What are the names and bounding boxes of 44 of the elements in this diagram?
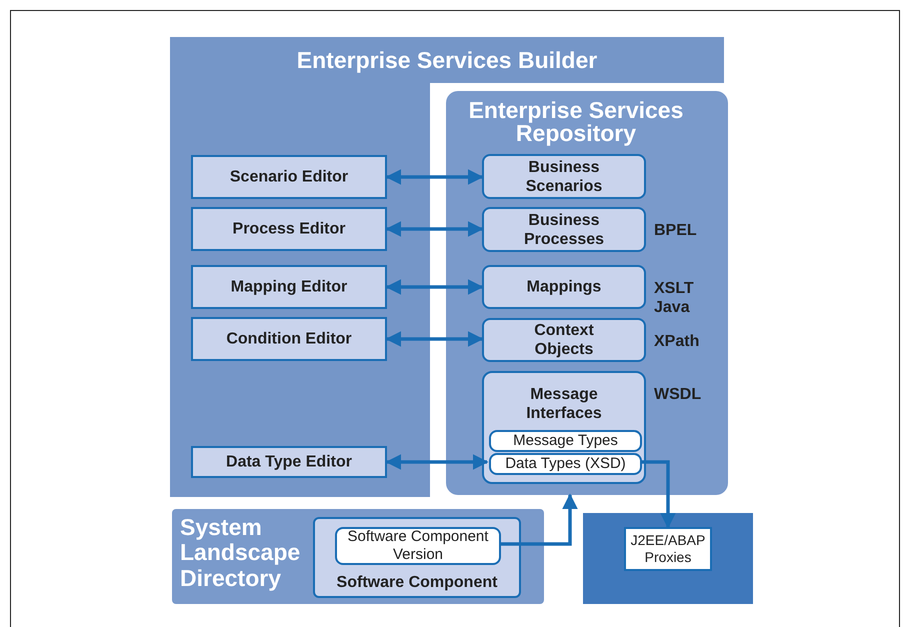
language-label: WSDL [654, 385, 702, 404]
directory-panel [172, 509, 544, 604]
arrow [385, 169, 484, 185]
language-label: BPEL [654, 221, 697, 240]
server-box [583, 513, 753, 604]
language-label: XSLT [654, 279, 694, 298]
editor-box [191, 265, 387, 309]
arrow [385, 331, 484, 347]
editor-box [191, 317, 387, 361]
box-title: Scenario Editor [228, 167, 350, 187]
box-label: Software Component Version [346, 528, 490, 564]
box-title: Message Interfaces [525, 385, 603, 424]
box-title: Process Editor [232, 219, 346, 239]
object-box [482, 154, 646, 199]
box-title: Context Objects [533, 320, 595, 360]
component-box [313, 517, 521, 598]
arrow [499, 493, 578, 546]
box-label: J2EE/ABAP Proxies [630, 532, 706, 566]
type-box [489, 430, 642, 452]
editor-box [191, 155, 387, 199]
panel-title: System Landscape Directory [180, 515, 302, 591]
box-label: Data Types (XSD) [504, 455, 627, 473]
arrow [385, 454, 489, 470]
repository-panel [446, 91, 728, 495]
box-title: Data Type Editor [225, 452, 353, 472]
box-label: Message Types [512, 432, 619, 450]
version-box [335, 527, 501, 565]
box-title: Mapping Editor [230, 277, 348, 297]
type-box [489, 453, 642, 475]
proxy-box [624, 527, 712, 571]
box-title: Mappings [526, 277, 602, 297]
arrow [385, 221, 484, 237]
language-label: Java [654, 298, 690, 318]
editor-box [191, 446, 387, 478]
box-title: Software Component [336, 572, 498, 592]
language-label: XPath [654, 332, 700, 352]
box-title: Business Scenarios [524, 157, 604, 196]
panel-title: Enterprise Services Repository [468, 99, 684, 145]
box-title: Condition Editor [225, 329, 353, 349]
arrow [385, 279, 484, 295]
arrow [640, 460, 676, 529]
editor-box [191, 207, 387, 251]
box-title: Business Processes [522, 210, 606, 249]
panel-title: Enterprise Services Builder [296, 47, 598, 75]
